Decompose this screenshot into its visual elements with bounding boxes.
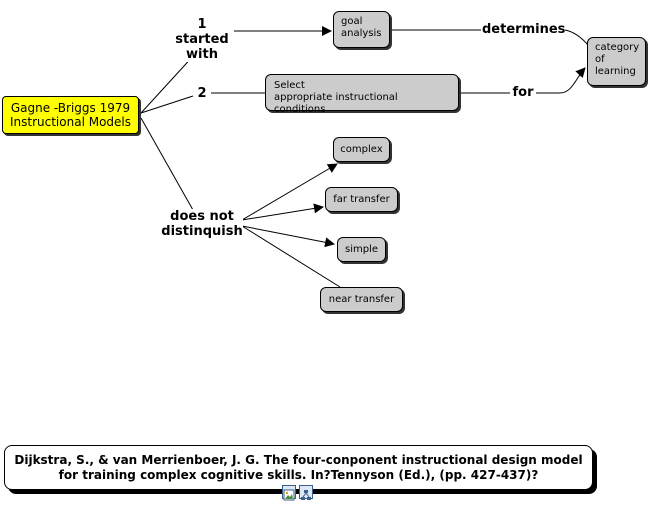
- line-root-to-does-not: [140, 117, 194, 211]
- line-root-to-two: [140, 95, 194, 114]
- link-label-for: for: [510, 85, 536, 100]
- line-to-simple: [241, 225, 335, 248]
- line-determines-to-category: [564, 29, 589, 46]
- link-label-determines: determines: [482, 22, 566, 37]
- concept-map-icon[interactable]: [299, 485, 313, 500]
- node-simple[interactable]: simple: [337, 237, 386, 262]
- line-to-near-transfer: [241, 225, 341, 288]
- link-label-two: 2: [194, 86, 210, 101]
- image-icon[interactable]: [282, 485, 296, 501]
- line-for-to-category: [536, 67, 586, 94]
- line-root-to-started-with: [140, 53, 196, 114]
- node-select-conditions[interactable]: Select appropriate instructional conditi…: [265, 74, 459, 115]
- node-far-transfer[interactable]: far transfer: [325, 187, 398, 212]
- line-to-complex: [241, 163, 338, 221]
- link-label-does-not-distinguish: does not distinquish: [161, 209, 243, 239]
- line-to-far-transfer: [241, 203, 324, 221]
- node-goal-analysis[interactable]: goal analysis: [333, 11, 390, 48]
- node-category-of-learning[interactable]: category of learning: [587, 37, 646, 86]
- link-label-started-with: 1 started with: [170, 17, 234, 62]
- root-node-gagne-briggs[interactable]: Gagne -Briggs 1979 Instructional Models: [2, 96, 139, 134]
- node-complex[interactable]: complex: [333, 137, 390, 162]
- reference-citation: Dijkstra, S., & van Merrienboer, J. G. T…: [4, 445, 593, 490]
- node-near-transfer[interactable]: near transfer: [320, 287, 403, 312]
